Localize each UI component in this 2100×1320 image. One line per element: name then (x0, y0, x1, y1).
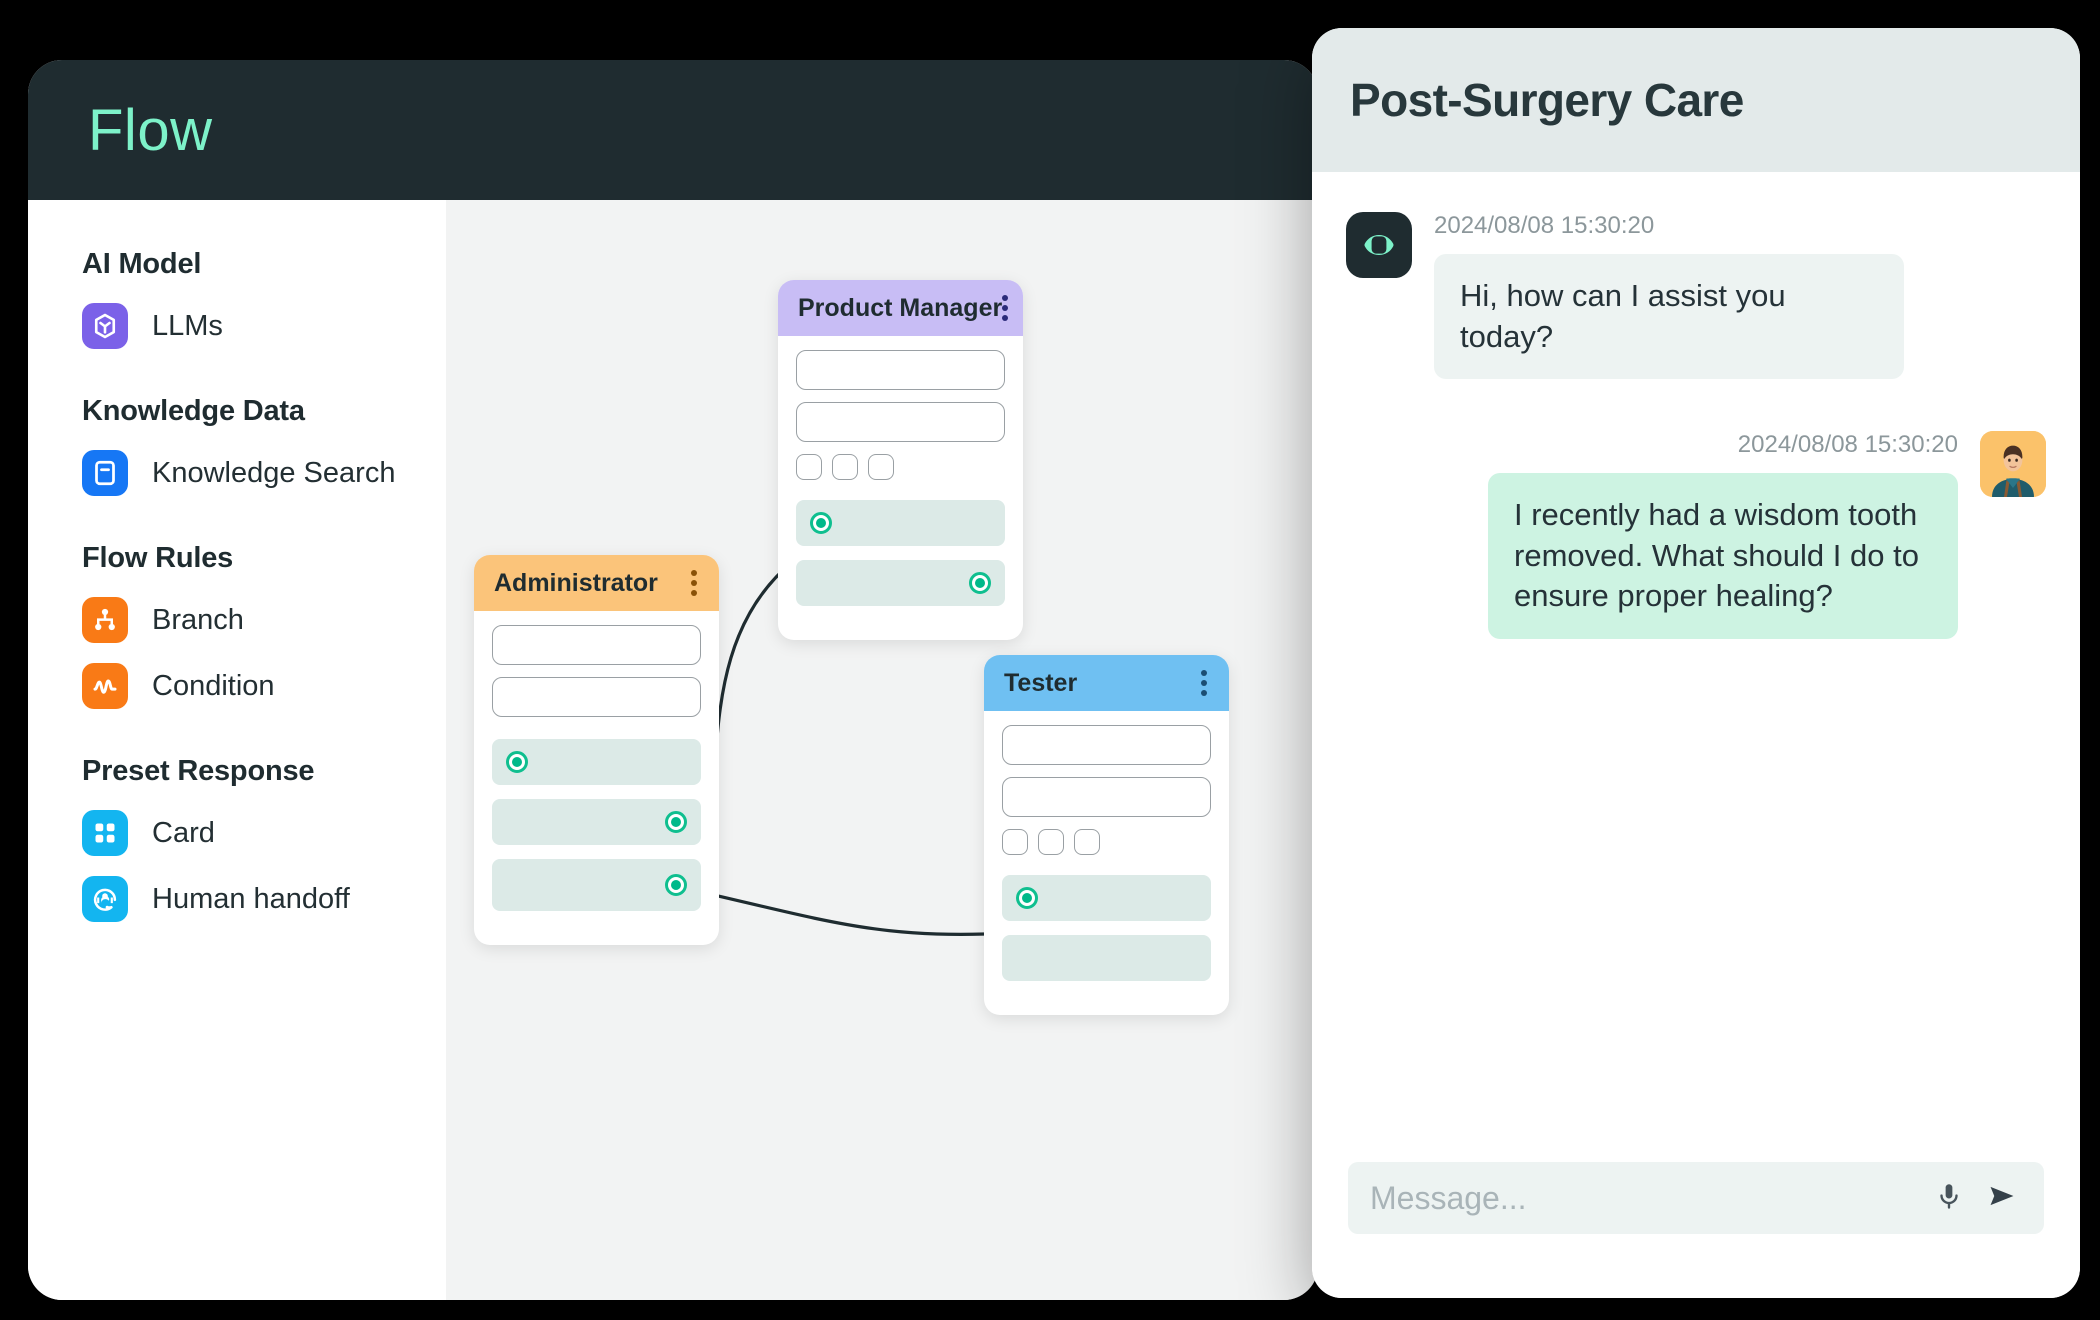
node-input-field[interactable] (492, 625, 701, 665)
composer-actions (1934, 1180, 2018, 1217)
sidebar-item-label: Branch (152, 603, 244, 636)
sidebar-item-knowledge-search[interactable]: Knowledge Search (82, 450, 446, 496)
node-slot[interactable] (796, 500, 1005, 546)
sidebar-item-label: Card (152, 816, 215, 849)
sidebar-item-label: Condition (152, 669, 275, 702)
node-input-field[interactable] (796, 402, 1005, 442)
llm-cube-icon (82, 303, 128, 349)
node-menu-kebab-icon[interactable] (1002, 295, 1009, 321)
sidebar-item-label: Knowledge Search (152, 456, 396, 489)
connection-port-icon[interactable] (665, 874, 687, 896)
user-message-column: 2024/08/08 15:30:20 I recently had a wis… (1488, 431, 1958, 640)
node-slot[interactable] (492, 739, 701, 785)
flow-app-header: Flow (28, 60, 1318, 200)
flow-node-tester[interactable]: Tester (984, 655, 1229, 1015)
chat-header: Post-Surgery Care (1312, 28, 2080, 172)
user-photo-icon (1980, 431, 2046, 498)
knowledge-book-icon (82, 450, 128, 496)
node-chip[interactable] (868, 454, 894, 480)
message-timestamp: 2024/08/08 15:30:20 (1434, 212, 1655, 239)
node-input-field[interactable] (1002, 725, 1211, 765)
node-body (778, 336, 1023, 640)
connection-port-icon[interactable] (1016, 887, 1038, 909)
connection-port-icon[interactable] (969, 572, 991, 594)
node-header: Tester (984, 655, 1229, 711)
node-body (984, 711, 1229, 1015)
flow-node-product-manager[interactable]: Product Manager (778, 280, 1023, 640)
sidebar-item-condition[interactable]: Condition (82, 663, 446, 709)
node-input-field[interactable] (1002, 777, 1211, 817)
sidebar-item-branch[interactable]: Branch (82, 597, 446, 643)
sidebar-item-label: LLMs (152, 309, 223, 342)
chat-composer (1312, 1162, 2080, 1298)
chat-message-bot: 2024/08/08 15:30:20 Hi, how can I assist… (1346, 212, 2046, 380)
bot-logo-icon (1364, 235, 1394, 255)
chat-message-list: 2024/08/08 15:30:20 Hi, how can I assist… (1312, 172, 2080, 1162)
flow-body: AI Model LLMs Knowledge Data (28, 200, 1318, 1300)
card-grid-icon (82, 810, 128, 856)
node-header: Administrator (474, 555, 719, 611)
node-title: Product Manager (798, 293, 1003, 322)
connection-port-icon[interactable] (810, 512, 832, 534)
send-paper-plane-icon[interactable] (1986, 1180, 2018, 1217)
connection-edge (678, 885, 1012, 936)
node-slot[interactable] (492, 799, 701, 845)
condition-pulse-icon (82, 663, 128, 709)
chat-title: Post-Surgery Care (1350, 74, 1744, 126)
node-body (474, 611, 719, 945)
node-menu-kebab-icon[interactable] (691, 570, 697, 596)
sidebar-section-title-flow-rules: Flow Rules (82, 542, 234, 574)
flow-canvas[interactable]: Product Manager (446, 200, 1318, 1300)
sidebar-section-title-knowledge-data: Knowledge Data (82, 395, 305, 427)
chat-preview-panel: Post-Surgery Care 2024/08/08 15:30:20 Hi… (1312, 28, 2080, 1298)
node-menu-kebab-icon[interactable] (1201, 670, 1207, 696)
flow-node-administrator[interactable]: Administrator (474, 555, 719, 945)
node-chip-row (1002, 829, 1211, 855)
message-timestamp: 2024/08/08 15:30:20 (1737, 431, 1958, 459)
message-bubble: Hi, how can I assist you today? (1434, 254, 1904, 380)
node-slot[interactable] (796, 560, 1005, 606)
connection-port-icon[interactable] (665, 811, 687, 833)
sidebar-section-title-ai-model: AI Model (82, 248, 202, 280)
message-input[interactable] (1370, 1179, 1934, 1217)
connection-port-icon[interactable] (506, 751, 528, 773)
node-slot[interactable] (1002, 875, 1211, 921)
flow-window: Flow AI Model LLMs (28, 60, 1318, 1300)
node-slot[interactable] (1002, 935, 1211, 981)
sidebar-section-title-preset-response: Preset Response (82, 755, 315, 787)
microphone-icon[interactable] (1934, 1181, 1964, 1216)
flow-app-title: Flow (88, 97, 213, 163)
node-title: Tester (1004, 668, 1078, 697)
node-chip[interactable] (832, 454, 858, 480)
bot-avatar (1346, 212, 1412, 278)
sidebar-item-human-handoff[interactable]: Human handoff (82, 876, 446, 922)
node-input-field[interactable] (796, 350, 1005, 390)
user-avatar (1980, 431, 2046, 498)
node-header: Product Manager (778, 280, 1023, 336)
headset-agent-icon (82, 876, 128, 922)
chat-message-user: 2024/08/08 15:30:20 I recently had a wis… (1346, 431, 2046, 640)
node-slot[interactable] (492, 859, 701, 911)
node-title: Administrator (494, 568, 658, 597)
sidebar-item-llms[interactable]: LLMs (82, 303, 446, 349)
bot-message-column: 2024/08/08 15:30:20 Hi, how can I assist… (1434, 212, 1904, 380)
node-chip[interactable] (796, 454, 822, 480)
node-chip-row (796, 454, 1005, 480)
flow-sidebar: AI Model LLMs Knowledge Data (28, 200, 446, 1300)
message-input-bar[interactable] (1348, 1162, 2044, 1234)
node-chip[interactable] (1038, 829, 1064, 855)
branch-tree-icon (82, 597, 128, 643)
sidebar-item-label: Human handoff (152, 882, 350, 915)
message-bubble: I recently had a wisdom tooth removed. W… (1488, 473, 1958, 640)
node-chip[interactable] (1002, 829, 1028, 855)
node-chip[interactable] (1074, 829, 1100, 855)
sidebar-item-card[interactable]: Card (82, 810, 446, 856)
node-input-field[interactable] (492, 677, 701, 717)
